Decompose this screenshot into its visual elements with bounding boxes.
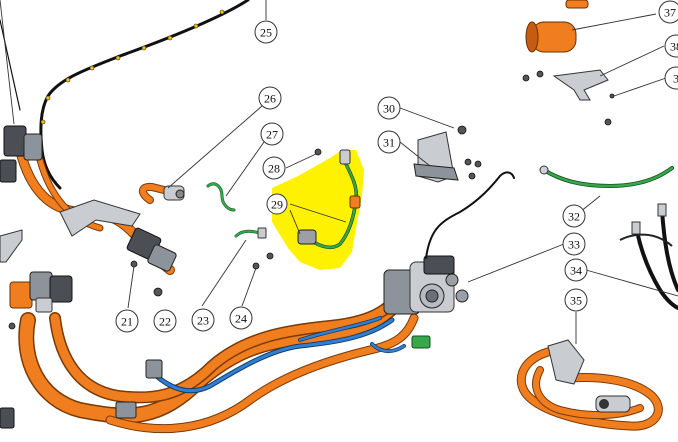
callout-21: 21 xyxy=(115,309,139,333)
callout-number: 25 xyxy=(260,26,272,40)
callout-circle xyxy=(260,122,284,146)
leader-lines xyxy=(0,0,678,344)
callout-circle xyxy=(562,204,586,228)
callout-number: 32 xyxy=(568,210,580,224)
callout-number: 23 xyxy=(197,314,209,328)
callout-circle xyxy=(254,20,278,44)
callout-circle xyxy=(115,309,139,333)
callout-31: 31 xyxy=(377,130,401,154)
left-orange-harness xyxy=(0,125,177,275)
part-37-cylinder xyxy=(525,0,589,53)
part-26-hose xyxy=(138,183,185,204)
callout-37: 37 xyxy=(658,0,678,24)
part-34-cables xyxy=(619,203,678,310)
callout-number: 30 xyxy=(383,102,395,116)
part-29-wire xyxy=(297,149,361,250)
callout-labels: 25 26 27 28 29 30 31 32 33 34 35 37 38 3 21 22 23 24 xyxy=(115,0,678,333)
callout-number: 3 xyxy=(673,72,678,86)
part-23-wire xyxy=(234,227,267,239)
part-31-bracket xyxy=(413,131,459,183)
callout-39: 3 xyxy=(664,66,678,90)
callout-circle xyxy=(262,156,286,180)
callout-number: 29 xyxy=(271,198,283,212)
callout-number: 22 xyxy=(159,315,171,329)
black-dotted-harness xyxy=(0,0,250,190)
callout-35: 35 xyxy=(564,288,588,312)
callout-circle xyxy=(229,306,253,330)
callout-number: 35 xyxy=(570,294,582,308)
callout-number: 31 xyxy=(383,136,395,150)
callout-circle xyxy=(664,34,678,58)
callout-33: 33 xyxy=(562,232,586,256)
part-32-ground-strap xyxy=(539,165,674,189)
callout-number: 28 xyxy=(268,162,280,176)
callout-circle xyxy=(377,130,401,154)
charge-port-assembly xyxy=(383,255,469,349)
callout-23: 23 xyxy=(191,308,215,332)
callout-30: 30 xyxy=(377,96,401,120)
part-27-wire xyxy=(206,182,236,212)
callout-circle xyxy=(377,96,401,120)
callout-25: 25 xyxy=(254,20,278,44)
callout-28: 28 xyxy=(262,156,286,180)
callout-38: 38 xyxy=(664,34,678,58)
callout-number: 26 xyxy=(264,92,276,106)
main-hv-harness xyxy=(0,255,469,434)
callout-number: 24 xyxy=(235,312,247,326)
callout-number: 27 xyxy=(266,128,278,142)
callout-27: 27 xyxy=(260,122,284,146)
callout-29: 29 xyxy=(266,193,288,215)
callout-circle xyxy=(562,232,586,256)
callout-circle xyxy=(191,308,215,332)
callout-24: 24 xyxy=(229,306,253,330)
part-35-charge-cable xyxy=(516,339,663,431)
part-38-bracket xyxy=(552,69,609,101)
highlight-part-29 xyxy=(272,150,364,270)
callout-circle xyxy=(564,258,588,282)
callout-22: 22 xyxy=(153,309,177,333)
callout-circle xyxy=(153,309,177,333)
callout-number: 34 xyxy=(570,264,582,278)
callout-number: 37 xyxy=(664,6,676,20)
callout-32: 32 xyxy=(562,204,586,228)
callout-circle xyxy=(258,86,282,110)
callout-circle xyxy=(664,66,678,90)
callout-circle xyxy=(564,288,588,312)
callout-circle xyxy=(266,193,288,215)
callout-circle xyxy=(658,0,678,24)
callout-number: 38 xyxy=(670,40,678,54)
callout-number: 33 xyxy=(568,238,580,252)
callout-34: 34 xyxy=(564,258,588,282)
callout-number: 21 xyxy=(121,315,133,329)
callout-26: 26 xyxy=(258,86,282,110)
